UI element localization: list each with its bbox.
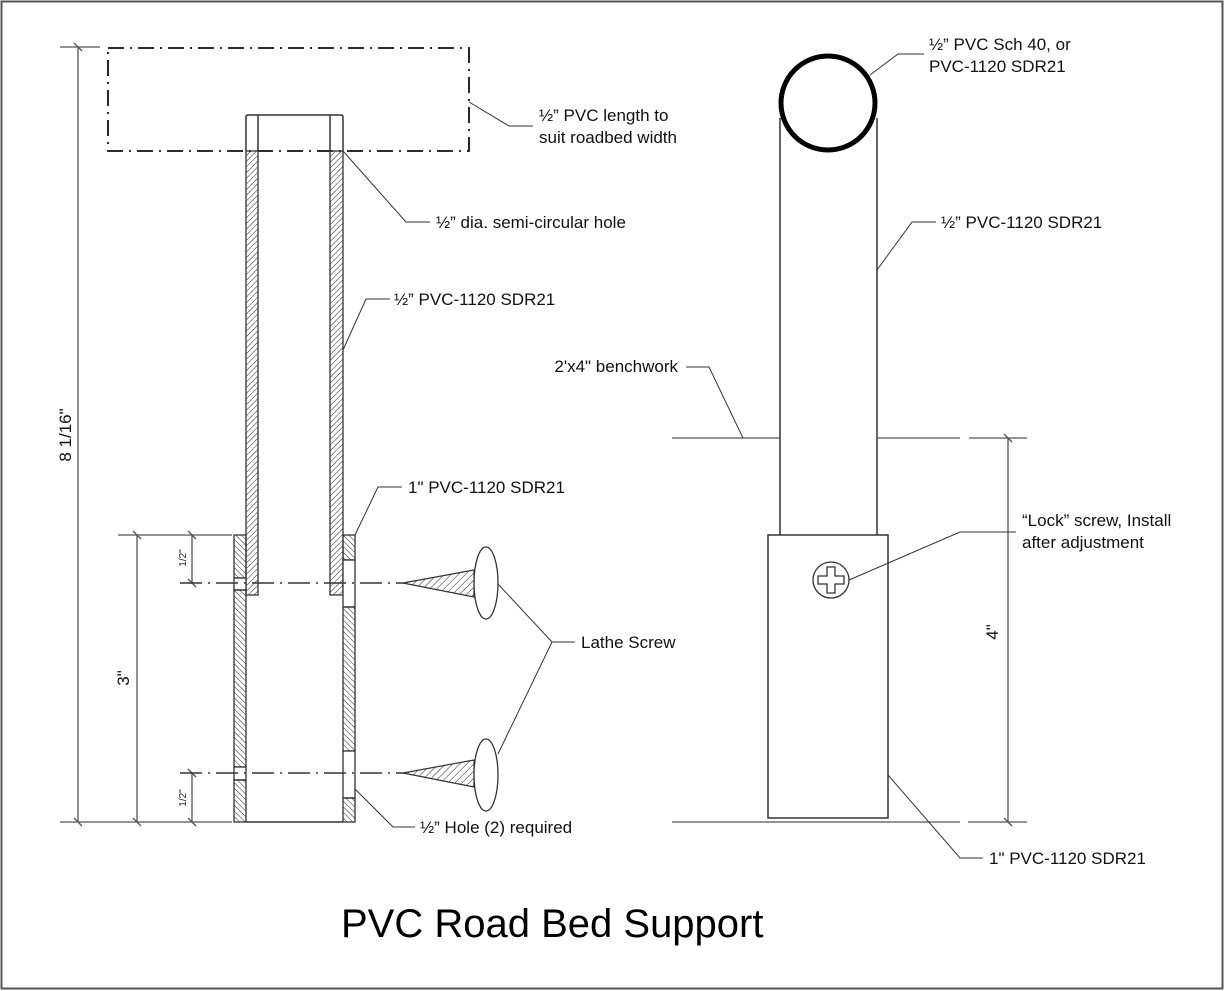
dimension-hole-offset-top: 1/2" bbox=[178, 530, 197, 588]
dimension-hole-offset-top-label: 1/2" bbox=[178, 549, 189, 567]
roadbed-pipe-phantom bbox=[107, 47, 470, 152]
dimension-outer-tube-length: 3" bbox=[114, 530, 232, 827]
callout-lathe-screw: Lathe Screw bbox=[497, 583, 676, 755]
dimension-overall-height-label: 8 1/16" bbox=[56, 408, 75, 461]
label-inner-tube-elevation: ½” PVC-1120 SDR21 bbox=[941, 213, 1102, 232]
label-outer-tube: 1" PVC-1120 SDR21 bbox=[408, 478, 565, 497]
label-top-pipe-line2: PVC-1120 SDR21 bbox=[929, 57, 1066, 76]
callout-lock-screw: “Lock” screw, Install after adjustment bbox=[848, 511, 1171, 581]
label-benchwork: 2'x4" benchwork bbox=[554, 357, 678, 376]
outer-tube-elevation bbox=[767, 534, 889, 819]
label-roadbed-pipe-line2: suit roadbed width bbox=[539, 128, 677, 147]
lathe-screw-top bbox=[402, 546, 499, 620]
callout-outer-tube: 1" PVC-1120 SDR21 bbox=[354, 478, 565, 536]
elevation-view: 4" ½” PVC Sch 40, or PVC-1120 SDR21 ½” P… bbox=[554, 35, 1171, 868]
inner-tube-section bbox=[245, 114, 344, 596]
callout-inner-tube: ½” PVC-1120 SDR21 bbox=[342, 290, 555, 351]
label-roadbed-pipe-line1: ½” PVC length to bbox=[539, 106, 668, 125]
callout-benchwork: 2'x4" benchwork bbox=[554, 357, 744, 439]
section-view: 8 1/16" 3" 1/2" 1/2" bbox=[56, 42, 677, 837]
dimension-overall-height: 8 1/16" bbox=[56, 42, 232, 827]
dimension-hole-offset-bottom: 1/2" bbox=[178, 768, 197, 827]
label-lock-screw-line1: “Lock” screw, Install bbox=[1022, 511, 1171, 530]
label-lock-screw-line2: after adjustment bbox=[1022, 533, 1144, 552]
label-outer-tube-elevation: 1" PVC-1120 SDR21 bbox=[989, 849, 1146, 868]
callout-inner-tube-elevation: ½” PVC-1120 SDR21 bbox=[876, 213, 1102, 271]
label-inner-tube: ½” PVC-1120 SDR21 bbox=[394, 290, 555, 309]
dimension-outer-tube-length-label: 3" bbox=[114, 670, 133, 686]
lathe-screw-bottom bbox=[402, 738, 499, 812]
drawing-title: PVC Road Bed Support bbox=[341, 902, 763, 946]
label-holes-required: ½” Hole (2) required bbox=[420, 818, 572, 837]
label-top-pipe-line1: ½” PVC Sch 40, or bbox=[929, 35, 1071, 54]
dimension-benchwork-to-base: 4" bbox=[983, 433, 1013, 827]
callout-semi-hole: ½” dia. semi-circular hole bbox=[342, 150, 626, 232]
outer-tube-section bbox=[233, 534, 356, 823]
callout-outer-tube-elevation: 1" PVC-1120 SDR21 bbox=[887, 774, 1146, 868]
callout-top-pipe: ½” PVC Sch 40, or PVC-1120 SDR21 bbox=[869, 35, 1071, 76]
callout-holes-required: ½” Hole (2) required bbox=[354, 788, 572, 837]
dimension-hole-offset-bottom-label: 1/2" bbox=[178, 789, 189, 807]
roadbed-pipe-circle bbox=[778, 53, 878, 153]
lock-screw-icon bbox=[812, 561, 850, 599]
dimension-benchwork-to-base-label: 4" bbox=[983, 624, 1002, 640]
callout-roadbed-pipe: ½” PVC length to suit roadbed width bbox=[468, 101, 677, 147]
label-lathe-screw: Lathe Screw bbox=[581, 633, 676, 652]
label-semi-hole: ½” dia. semi-circular hole bbox=[436, 213, 626, 232]
